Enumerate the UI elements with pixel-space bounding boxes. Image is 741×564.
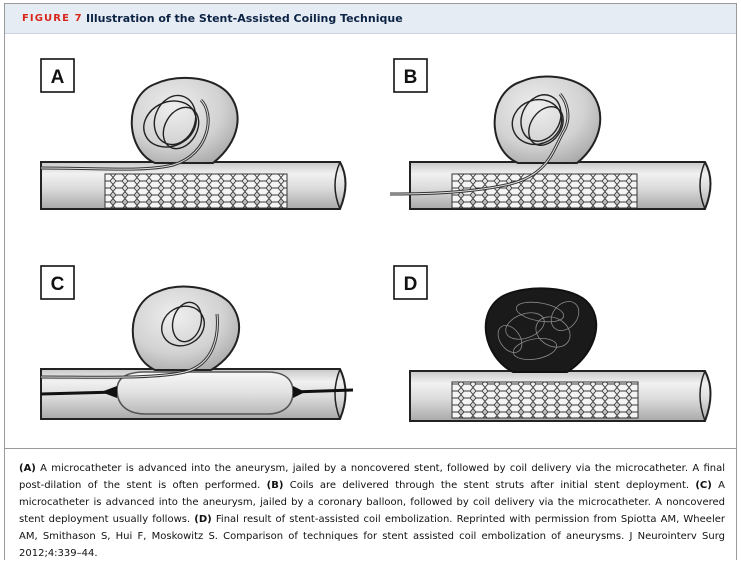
panel-a: A	[40, 58, 347, 210]
coil-c	[161, 301, 205, 347]
aneurysm-sac-a	[130, 76, 239, 164]
caption-label-c: (C)	[695, 480, 712, 491]
caption-text-d: Final result of stent-assisted coil embo…	[19, 514, 725, 559]
caption-label-b: (B)	[266, 480, 284, 491]
panel-label-d: D	[404, 274, 418, 295]
stent-a	[104, 173, 288, 209]
illustration-area: A B	[40, 58, 712, 422]
caption-label-d: (D)	[194, 514, 212, 525]
coil-b	[511, 94, 564, 146]
caption-text-c: A microcatheter is advanced into the ane…	[19, 480, 725, 525]
panel-label-box-c	[40, 265, 75, 300]
panel-b: B	[389, 58, 712, 210]
figure-number: FIGURE 7	[22, 13, 83, 24]
panel-label-box-b	[393, 58, 428, 93]
stent-b	[451, 173, 638, 209]
caption-text: (A) A microcatheter is advanced into the…	[19, 460, 725, 562]
coil-mass-d	[484, 287, 598, 373]
figure-caption: (A) A microcatheter is advanced into the…	[5, 448, 736, 560]
panel-label-a: A	[51, 67, 65, 88]
caption-text-b: Coils are delivered through the stent st…	[283, 480, 696, 491]
panel-d: D	[393, 265, 712, 422]
balloon-c	[116, 371, 294, 415]
stent-d	[451, 381, 639, 419]
caption-label-a: (A)	[19, 463, 36, 474]
panel-label-b: B	[404, 67, 418, 88]
coil-texture-d	[497, 301, 580, 360]
figure-title: Illustration of the Stent-Assisted Coili…	[86, 12, 403, 25]
panel-c: C	[40, 265, 354, 420]
coil-a	[143, 94, 200, 150]
figure-frame: FIGURE 7 Illustration of the Stent-Assis…	[4, 3, 737, 560]
panel-label-box-a	[40, 58, 75, 93]
panel-label-c: C	[51, 274, 65, 295]
figure-header: FIGURE 7 Illustration of the Stent-Assis…	[5, 4, 736, 34]
panel-label-box-d	[393, 265, 428, 300]
aneurysm-sac-c	[131, 285, 241, 371]
caption-text-a: A microcatheter is advanced into the ane…	[19, 463, 725, 491]
aneurysm-sac-b	[493, 75, 602, 164]
